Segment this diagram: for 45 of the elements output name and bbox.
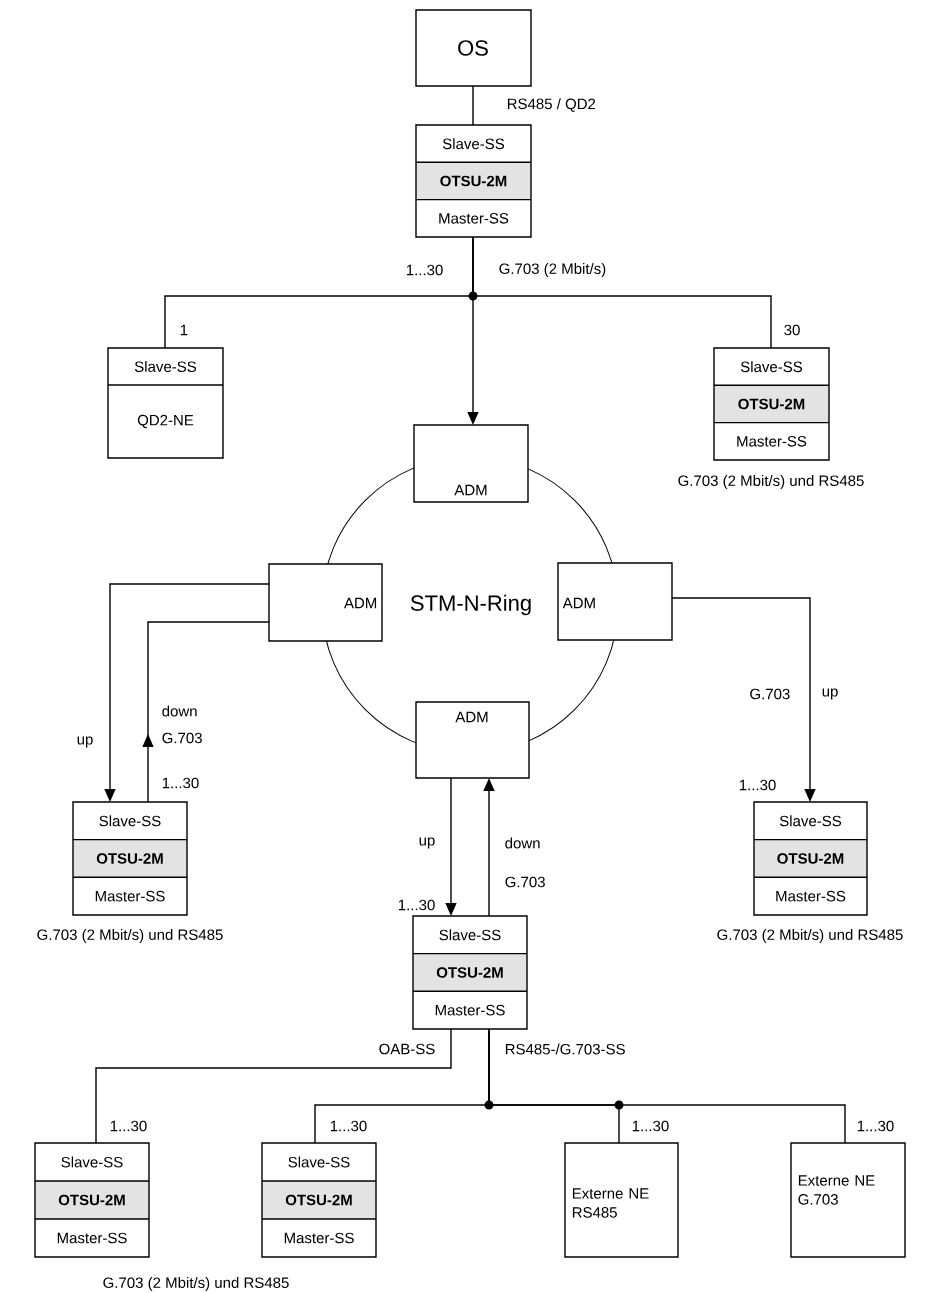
- network-element-box: ADM: [415, 701, 530, 779]
- edge-label: 1: [178, 323, 190, 337]
- edge-label: RS485 / QD2: [505, 97, 597, 113]
- label-text: 1...30: [162, 777, 199, 789]
- interface-stack: Slave-SS OTSU-2M Master-SS: [412, 915, 528, 1030]
- label-text: 1...30: [857, 1120, 894, 1132]
- interface-stack: Slave-SS OTSU-2M Master-SS: [261, 1142, 377, 1258]
- connector-line: [142, 621, 270, 803]
- label-text: 1...30: [330, 1120, 367, 1132]
- label-text: 1...30: [406, 264, 443, 276]
- interface-stack: Slave-SS OTSU-2M Master-SS: [753, 801, 868, 916]
- network-element-box: ADM: [413, 424, 529, 503]
- label-text: 1...30: [739, 779, 776, 791]
- network-element-box: OS: [415, 9, 532, 87]
- edge-label: up: [820, 687, 840, 701]
- label-text: G.703: [750, 688, 790, 700]
- connector-line: [488, 1028, 846, 1144]
- edge-label: up: [75, 735, 95, 749]
- label-text: RS485-/G.703-SS: [505, 1043, 625, 1055]
- interface-stack: Slave-SS OTSU-2M Master-SS: [72, 801, 188, 916]
- connector-line: [472, 85, 474, 126]
- label-text: G.703 (2 Mbit/s) und RS485: [103, 1277, 289, 1291]
- interface-stack: Slave-SS OTSU-2M Master-SS: [34, 1142, 150, 1258]
- label-text: 1...30: [110, 1120, 147, 1132]
- edge-label: OAB-SS: [377, 1042, 437, 1056]
- edge-label: up: [417, 836, 437, 850]
- edge-label: down: [160, 704, 199, 718]
- edge-label: 30: [782, 323, 802, 337]
- label-text: 1...30: [398, 899, 435, 911]
- label-text: G.703: [162, 732, 202, 744]
- interface-stack: Slave-SS OTSU-2M Master-SS: [415, 124, 532, 238]
- interface-stack: Slave-SS OTSU-2M Master-SS: [713, 347, 830, 461]
- caption-text: G.703 (2 Mbit/s) und RS485: [717, 929, 903, 943]
- network-element-box: ADM: [268, 563, 383, 642]
- edge-label: down: [503, 836, 542, 850]
- network-element-box: Externe NE RS485: [564, 1142, 679, 1258]
- network-element-box: ADM: [557, 562, 673, 641]
- label-text: 1...30: [632, 1120, 669, 1132]
- edge-label: G.703 (2 Mbit/s): [497, 262, 608, 278]
- caption-text: G.703 (2 Mbit/s) und RS485: [37, 929, 223, 943]
- caption-text: G.703 (2 Mbit/s) und RS485: [678, 475, 864, 489]
- connector-line: [95, 1028, 452, 1144]
- label-text: G.703: [505, 876, 545, 888]
- network-element-box: Externe NE G.703: [790, 1142, 906, 1258]
- interface-stack: Slave-SS QD2-NE: [107, 347, 224, 459]
